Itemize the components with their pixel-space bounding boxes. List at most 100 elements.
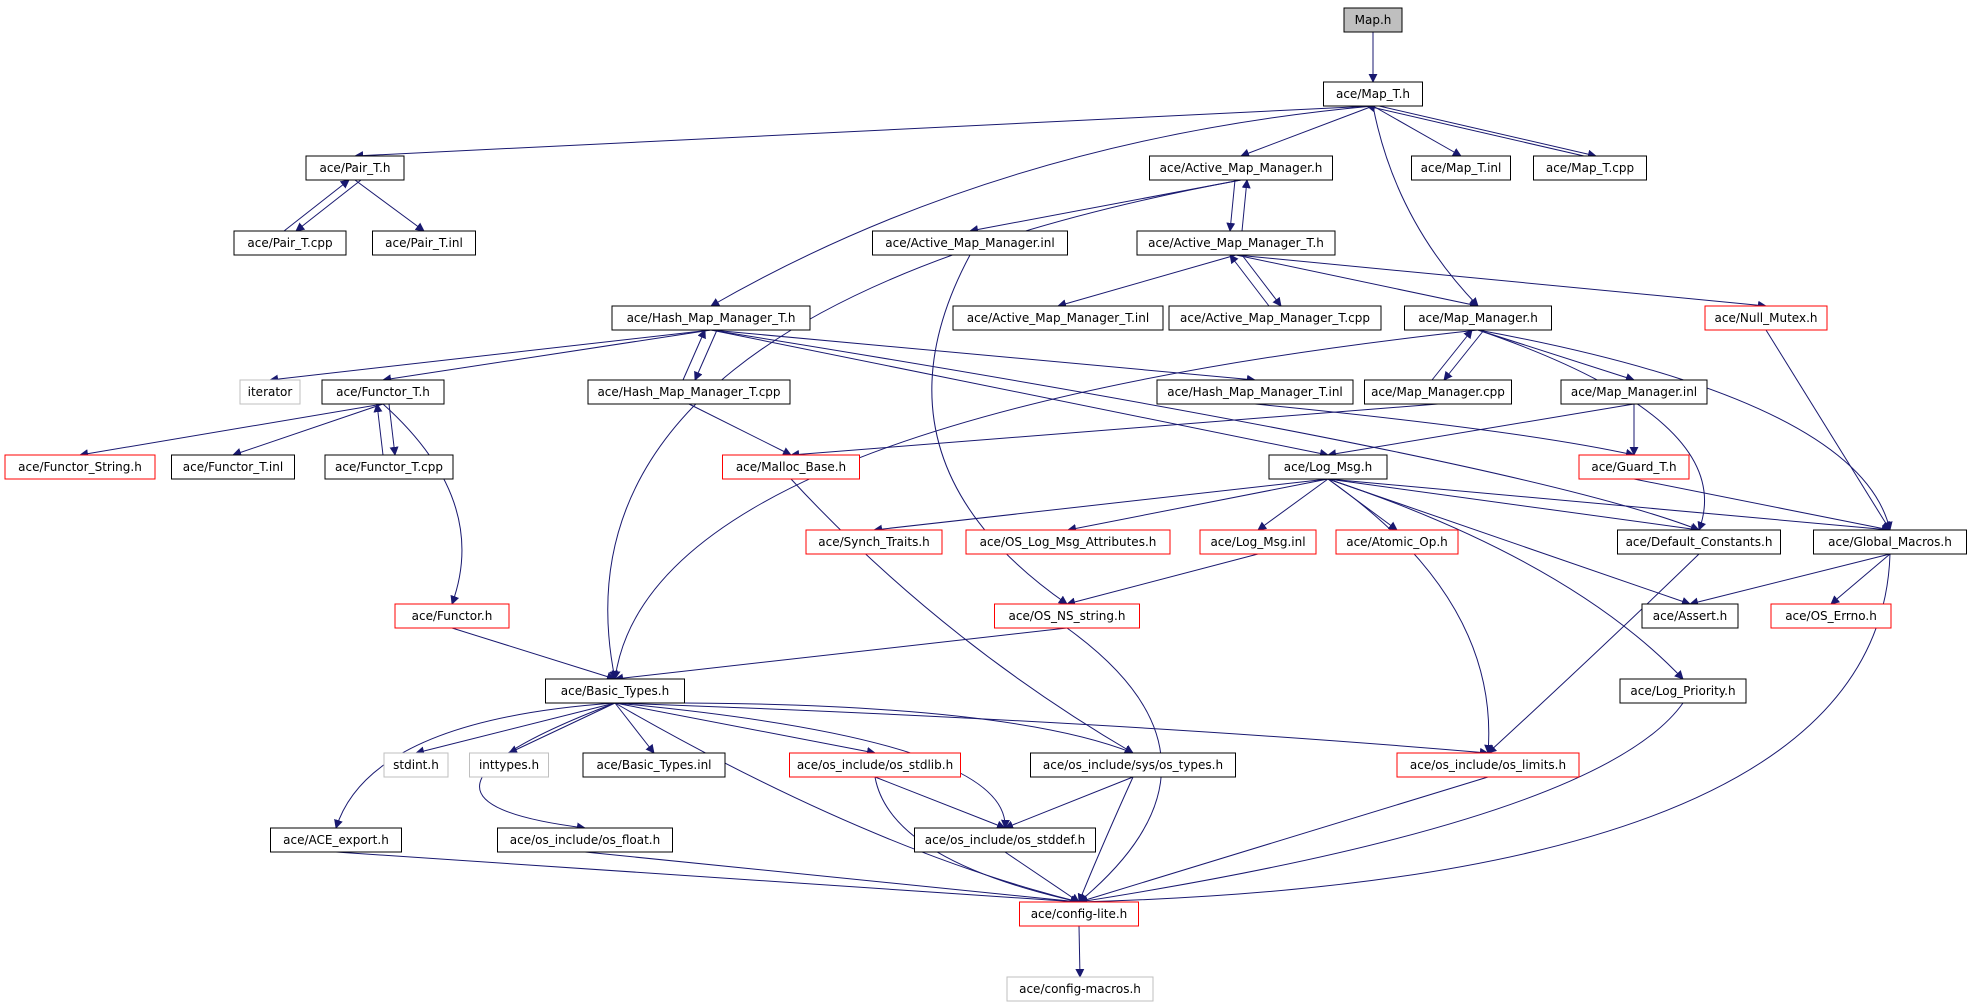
- node-os-log-msg-attributes-h[interactable]: ace/OS_Log_Msg_Attributes.h: [965, 529, 1171, 555]
- node-os-types-h[interactable]: ace/os_include/sys/os_types.h: [1030, 752, 1236, 778]
- node-box: [1619, 678, 1747, 704]
- node-map-manager-cpp[interactable]: ace/Map_Manager.cpp: [1364, 379, 1512, 405]
- node-label: ace/Hash_Map_Manager_T.h: [627, 311, 796, 325]
- node-hash-map-manager-t-cpp[interactable]: ace/Hash_Map_Manager_T.cpp: [587, 379, 791, 405]
- edge-global_macros_h-to-os_errno_h: [1830, 553, 1891, 605]
- node-os-errno-h[interactable]: ace/OS_Errno.h: [1770, 603, 1892, 629]
- node-os-stddef-h[interactable]: ace/os_include/os_stddef.h: [914, 827, 1096, 853]
- node-map-t-cpp[interactable]: ace/Map_T.cpp: [1533, 155, 1647, 181]
- node-label: stdint.h: [393, 758, 439, 772]
- node-malloc-base-h[interactable]: ace/Malloc_Base.h: [722, 454, 860, 480]
- node-box: [1533, 155, 1647, 181]
- node-inttypes-h[interactable]: inttypes.h: [469, 752, 549, 778]
- node-assert-h[interactable]: ace/Assert.h: [1641, 603, 1739, 629]
- node-map-t-inl[interactable]: ace/Map_T.inl: [1411, 155, 1511, 181]
- node-box: [394, 603, 510, 629]
- node-os-float-h[interactable]: ace/os_include/os_float.h: [497, 827, 673, 853]
- edge-log_msg_h-to-os_log_msg_attributes_h: [1067, 478, 1329, 533]
- edge-active_map_manager_t_h-to-active_map_manager_h: [1241, 179, 1251, 232]
- node-null-mutex-h[interactable]: ace/Null_Mutex.h: [1704, 305, 1828, 331]
- edge-hash_map_manager_t_h-to-hash_map_manager_t_cpp: [694, 329, 718, 381]
- node-box: [1268, 454, 1388, 480]
- edge-active_map_manager_t_h-to-active_map_manager_t_cpp: [1241, 254, 1282, 307]
- node-pair-t-h[interactable]: ace/Pair_T.h: [305, 155, 405, 181]
- node-active-map-manager-inl[interactable]: ace/Active_Map_Manager.inl: [872, 230, 1068, 256]
- node-log-priority-h[interactable]: ace/Log_Priority.h: [1619, 678, 1747, 704]
- node-box: [722, 454, 860, 480]
- node-basic-types-h[interactable]: ace/Basic_Types.h: [545, 678, 685, 704]
- node-label: ace/Log_Msg.inl: [1210, 535, 1305, 549]
- node-label: ace/ACE_export.h: [283, 833, 389, 847]
- node-ace-export-h[interactable]: ace/ACE_export.h: [270, 827, 402, 853]
- node-label: ace/Map_T.cpp: [1546, 161, 1634, 175]
- node-active-map-manager-t-inl[interactable]: ace/Active_Map_Manager_T.inl: [952, 305, 1164, 331]
- node-label: ace/Synch_Traits.h: [818, 535, 929, 549]
- node-map-h[interactable]: Map.h: [1343, 7, 1403, 33]
- node-box: [305, 155, 405, 181]
- edge-map_t_h-to-map_manager_h: [1372, 105, 1479, 307]
- node-stdint-h[interactable]: stdint.h: [383, 752, 449, 778]
- node-os-limits-h[interactable]: ace/os_include/os_limits.h: [1396, 752, 1580, 778]
- node-hash-map-manager-t-h[interactable]: ace/Hash_Map_Manager_T.h: [611, 305, 811, 331]
- node-label: ace/Pair_T.h: [319, 161, 390, 175]
- node-pair-t-cpp[interactable]: ace/Pair_T.cpp: [233, 230, 347, 256]
- edge-basic_types_h-to-inttypes_h: [508, 702, 616, 754]
- node-label: ace/Basic_Types.inl: [596, 758, 711, 772]
- node-map-manager-inl[interactable]: ace/Map_Manager.inl: [1560, 379, 1708, 405]
- node-iterator[interactable]: iterator: [239, 379, 301, 405]
- node-box: [872, 230, 1068, 256]
- node-functor-t-inl[interactable]: ace/Functor_T.inl: [171, 454, 295, 480]
- node-box: [965, 529, 1171, 555]
- edge-map_manager_cpp-to-map_manager_h: [1431, 329, 1473, 381]
- node-log-msg-inl[interactable]: ace/Log_Msg.inl: [1199, 529, 1317, 555]
- edge-log_msg_inl-to-os_ns_string_h: [1066, 553, 1259, 607]
- edge-map_manager_inl-to-log_msg_h: [1327, 403, 1635, 459]
- node-functor-t-cpp[interactable]: ace/Functor_T.cpp: [324, 454, 454, 480]
- node-functor-h[interactable]: ace/Functor.h: [394, 603, 510, 629]
- node-config-macros-h[interactable]: ace/config-macros.h: [1006, 976, 1154, 1002]
- node-map-t-h[interactable]: ace/Map_T.h: [1323, 81, 1423, 107]
- node-os-stdlib-h[interactable]: ace/os_include/os_stdlib.h: [789, 752, 961, 778]
- edge-guard_t_h-to-global_macros_h: [1633, 478, 1891, 533]
- edge-hash_map_manager_t_h-to-functor_t_h: [382, 329, 712, 384]
- node-global-macros-h[interactable]: ace/Global_Macros.h: [1813, 529, 1967, 555]
- node-log-msg-h[interactable]: ace/Log_Msg.h: [1268, 454, 1388, 480]
- node-functor-t-h[interactable]: ace/Functor_T.h: [321, 379, 445, 405]
- node-functor-string-h[interactable]: ace/Functor_String.h: [4, 454, 156, 480]
- edge-basic_types_h-to-basic_types_inl: [614, 702, 655, 754]
- node-box: [1168, 305, 1382, 331]
- node-atomic-op-h[interactable]: ace/Atomic_Op.h: [1335, 529, 1459, 555]
- node-pair-t-inl[interactable]: ace/Pair_T.inl: [372, 230, 476, 256]
- node-box: [611, 305, 811, 331]
- node-box: [1335, 529, 1459, 555]
- edge-map_t_h-to-pair_t_h: [354, 105, 1374, 161]
- node-box: [1136, 230, 1336, 256]
- node-box: [1404, 305, 1552, 331]
- node-label: ace/Active_Map_Manager_T.cpp: [1180, 311, 1370, 325]
- node-active-map-manager-h[interactable]: ace/Active_Map_Manager.h: [1149, 155, 1333, 181]
- edge-pair_t_h-to-pair_t_inl: [354, 179, 425, 232]
- node-hash-map-manager-t-inl[interactable]: ace/Hash_Map_Manager_T.inl: [1156, 379, 1354, 405]
- edge-map_manager_h-to-map_manager_inl: [1477, 329, 1635, 382]
- edge-basic_types_h-to-os_limits_h: [614, 702, 1489, 757]
- node-box: [171, 454, 295, 480]
- node-default-constants-h[interactable]: ace/Default_Constants.h: [1617, 529, 1781, 555]
- edge-active_map_manager_t_h-to-active_map_manager_t_inl: [1057, 254, 1237, 309]
- node-label: ace/Functor_String.h: [18, 460, 142, 474]
- node-os-ns-string-h[interactable]: ace/OS_NS_string.h: [994, 603, 1140, 629]
- node-map-manager-h[interactable]: ace/Map_Manager.h: [1404, 305, 1552, 331]
- node-basic-types-inl[interactable]: ace/Basic_Types.inl: [582, 752, 726, 778]
- node-active-map-manager-t-cpp[interactable]: ace/Active_Map_Manager_T.cpp: [1168, 305, 1382, 331]
- node-box: [239, 379, 301, 405]
- node-label: ace/Hash_Map_Manager_T.inl: [1167, 385, 1343, 399]
- node-box: [994, 603, 1140, 629]
- node-label: ace/Functor_T.cpp: [335, 460, 443, 474]
- edge-basic_types_h-to-config_lite_h: [614, 702, 1080, 905]
- node-config-lite-h[interactable]: ace/config-lite.h: [1019, 901, 1139, 927]
- node-label: ace/Map_Manager.cpp: [1371, 385, 1505, 399]
- node-guard-t-h[interactable]: ace/Guard_T.h: [1578, 454, 1690, 480]
- edge-functor_h-to-basic_types_h: [451, 627, 616, 681]
- node-synch-traits-h[interactable]: ace/Synch_Traits.h: [805, 529, 943, 555]
- node-active-map-manager-t-h[interactable]: ace/Active_Map_Manager_T.h: [1136, 230, 1336, 256]
- edge-os_limits_h-to-config_lite_h: [1078, 776, 1489, 904]
